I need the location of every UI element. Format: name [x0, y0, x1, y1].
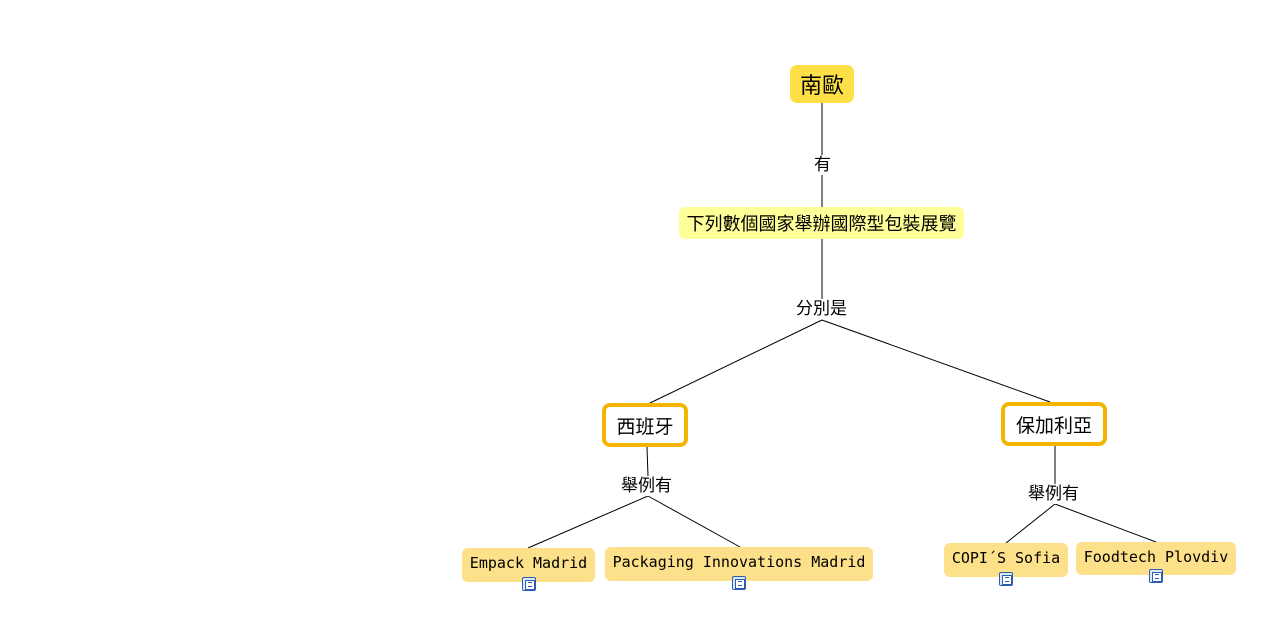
- exhibition-node-packaging-innovations-madrid[interactable]: Packaging Innovations Madrid: [605, 547, 873, 581]
- exhibition-label: Empack Madrid: [469, 554, 588, 572]
- link-label-examples-spain: 舉例有: [619, 476, 674, 496]
- connector-label-to-copi: [1005, 503, 1056, 544]
- exhibition-label: Packaging Innovations Madrid: [612, 553, 866, 571]
- document-icon[interactable]: [522, 577, 536, 591]
- link-label-fenbie: 分別是: [794, 299, 849, 319]
- country-node-spain[interactable]: 西班牙: [602, 403, 688, 447]
- country-node-label: 西班牙: [616, 415, 674, 438]
- document-icon[interactable]: [732, 576, 746, 590]
- concept-node[interactable]: 下列數個國家舉辦國際型包裝展覽: [679, 207, 964, 239]
- country-node-label: 保加利亞: [1015, 414, 1092, 437]
- connector-label-to-spain: [649, 319, 823, 404]
- exhibition-label: Foodtech Plovdiv: [1083, 548, 1229, 566]
- root-node-label: 南歐: [799, 74, 844, 99]
- exhibition-node-copis-sofia[interactable]: COPI´S Sofia: [944, 543, 1068, 577]
- connector-label-to-foodtech: [1054, 503, 1157, 543]
- connector-label-to-bulgaria: [821, 319, 1051, 403]
- connector-label-to-packaging: [647, 495, 741, 548]
- country-node-bulgaria[interactable]: 保加利亞: [1001, 402, 1107, 446]
- exhibition-node-empack-madrid[interactable]: Empack Madrid: [462, 548, 595, 582]
- link-label-examples-bulgaria: 舉例有: [1026, 484, 1081, 504]
- connector-label-to-empack: [527, 495, 649, 549]
- root-node[interactable]: 南歐: [790, 65, 854, 103]
- document-icon[interactable]: [1149, 569, 1163, 583]
- exhibition-label: COPI´S Sofia: [951, 549, 1061, 567]
- concept-node-label: 下列數個國家舉辦國際型包裝展覽: [686, 214, 957, 235]
- link-label-you: 有: [812, 155, 833, 175]
- document-icon[interactable]: [999, 572, 1013, 586]
- connector-spain-to-label: [646, 446, 649, 477]
